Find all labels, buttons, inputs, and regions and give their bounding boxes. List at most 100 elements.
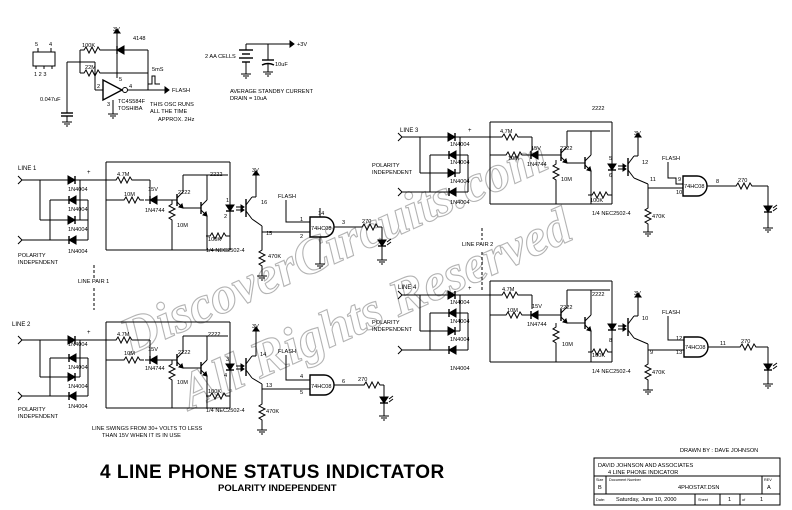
osc-r1-label: 100K <box>82 43 95 49</box>
tb-company: DAVID JOHNSON AND ASSOCIATES <box>598 463 693 469</box>
line1-z: 1N4744 <box>145 208 165 214</box>
line3-r270: 270 <box>738 178 747 184</box>
line2-pin-c: 14 <box>260 352 266 358</box>
osc-flash-out: FLASH <box>172 88 190 94</box>
line4-pin-a: 7 <box>609 324 612 330</box>
note-swing1: LINE SWINGS FROM 30+ VOLTS TO LESS <box>92 426 202 432</box>
osc-cap-label: 0.047uF <box>40 97 61 103</box>
line3-pin-b: 6 <box>609 173 612 179</box>
line2-gate: 74HC08 <box>311 384 332 390</box>
line2-polarity1: POLARITY <box>18 407 46 413</box>
tb-project: 4 LINE PHONE INDICATOR <box>608 470 678 476</box>
osc-r2-label: 22M <box>85 65 96 71</box>
power-section: 2 AA CELLS +3V 10uF AVERAGE STANDBY CURR… <box>205 40 314 102</box>
line2-z: 1N4744 <box>145 366 165 372</box>
note-swing2: THAN 15V WHEN IT IS IN USE <box>102 433 181 439</box>
line3-d3: 1N4004 <box>450 179 470 185</box>
line2-r10: 10M <box>124 351 135 357</box>
line1-d2: 1N4004 <box>68 207 88 213</box>
line1-g4: 3 <box>342 220 345 226</box>
line1-r470: 470K <box>268 254 281 260</box>
line2-polarity2: INDEPENDENT <box>18 414 59 420</box>
line3-d4: 1N4004 <box>450 200 470 206</box>
line1-r100k: 100K <box>208 237 221 243</box>
tb-rev: A <box>767 485 771 491</box>
line2-g3: 6 <box>342 379 345 385</box>
line1-pin-c: 16 <box>261 200 267 206</box>
osc-vcc-label: 3V <box>113 27 120 33</box>
line3-gate: 74HC08 <box>684 184 705 190</box>
line1-label: LINE 1 <box>18 166 37 172</box>
line3-pin-d: 11 <box>650 177 656 183</box>
schmitt-inverter-icon <box>102 78 128 102</box>
tb-doc-label: Document Number <box>609 478 642 482</box>
line4-opto: 1/4 NEC2502-4 <box>592 369 631 375</box>
power-cells-label: 2 AA CELLS <box>205 54 236 60</box>
tb-of: 1 <box>760 497 763 503</box>
title-block: DAVID JOHNSON AND ASSOCIATES 4 LINE PHON… <box>593 457 781 506</box>
osc-diode-label: 4148 <box>133 36 145 42</box>
power-cap-label: 10uF <box>275 62 288 68</box>
sot-chip-icon <box>32 51 56 67</box>
line4-polarity2: INDEPENDENT <box>372 327 413 333</box>
line1-q1: 2222 <box>178 190 190 196</box>
page-subtitle: POLARITY INDEPENDENT <box>218 483 337 494</box>
line1-d1: 1N4004 <box>68 187 88 193</box>
page-title: 4 LINE PHONE STATUS INDICTATOR <box>100 462 445 483</box>
line1-gate: 74HC08 <box>311 226 332 232</box>
tb-of-label: of <box>742 498 746 502</box>
line1-r10b: 10M <box>177 223 188 229</box>
line4-g2: 13 <box>676 350 682 356</box>
pair2-label: LINE PAIR 2 <box>462 242 493 248</box>
line2-r100k: 100K <box>208 389 221 395</box>
line2-vcc: 3V <box>252 324 259 330</box>
line2-d1: 1N4004 <box>68 342 88 348</box>
line3-g2: 10 <box>676 190 682 196</box>
line4-polarity1: POLARITY <box>372 320 400 326</box>
line3-d1: 1N4004 <box>450 142 470 148</box>
line2-d4: 1N4004 <box>68 404 88 410</box>
drawn-by: DRAWN BY : DAVE JOHNSON <box>680 448 758 454</box>
tb-size-label: Size <box>596 478 603 482</box>
line3-plus: + <box>468 128 472 134</box>
oscillator-section: 5 4 1 2 3 0.047uF 100K 4148 22M 3V <box>32 27 195 127</box>
line4-q1: 2222 <box>560 305 572 311</box>
line4-r47: 4.7M <box>502 287 515 293</box>
osc-pin5: 5 <box>119 77 122 83</box>
line4-r470: 470K <box>652 370 665 376</box>
chip-pin-4: 4 <box>49 42 52 48</box>
line4-g1: 12 <box>676 336 682 342</box>
chip-pin-5: 5 <box>35 42 38 48</box>
line3-r100k: 100K <box>590 198 603 204</box>
line4-r100k: 100K <box>592 353 605 359</box>
line1-pin-d: 15 <box>266 231 272 237</box>
line3-g1: 9 <box>678 177 681 183</box>
osc-pin3: 3 <box>107 102 110 108</box>
line1-flash: FLASH <box>278 194 296 200</box>
line1-r47: 4.7M <box>117 172 130 178</box>
line3-vcc: 3V <box>634 131 641 137</box>
line4-circuit: LINE 4 POLARITY INDEPENDENT 1N4004 1N400… <box>372 280 778 395</box>
chip-pins-bottom: 1 2 3 <box>34 72 46 78</box>
line1-vcc: 3V <box>252 168 259 174</box>
line3-r47: 4.7M <box>500 129 513 135</box>
line4-r10: 10M <box>507 308 518 314</box>
line2-q1: 2222 <box>178 350 190 356</box>
line1-circuit: LINE 1 POLARITY INDEPENDENT 1N4004 1N400… <box>17 161 392 281</box>
line3-d2: 1N4004 <box>450 160 470 166</box>
line2-pin-b: 4 <box>224 373 227 379</box>
line3-zv: 15V <box>531 146 541 152</box>
line3-g3: 8 <box>716 179 719 185</box>
line3-label: LINE 3 <box>400 128 419 134</box>
line2-flash: FLASH <box>278 349 296 355</box>
line3-opto: 1/4 NEC2502-4 <box>592 211 631 217</box>
line2-r47: 4.7M <box>117 332 130 338</box>
osc-ic-label: TC4S584F <box>118 99 146 105</box>
line2-circuit: LINE 2 POLARITY INDEPENDENT 1N4004 1N400… <box>12 321 394 435</box>
line1-plus: + <box>87 170 91 176</box>
tb-date: Saturday, June 10, 2000 <box>616 497 677 503</box>
line3-r470: 470K <box>652 214 665 220</box>
line4-pin-b: 8 <box>609 338 612 344</box>
line4-pin-c: 10 <box>642 316 648 322</box>
line2-g1: 4 <box>300 374 303 380</box>
